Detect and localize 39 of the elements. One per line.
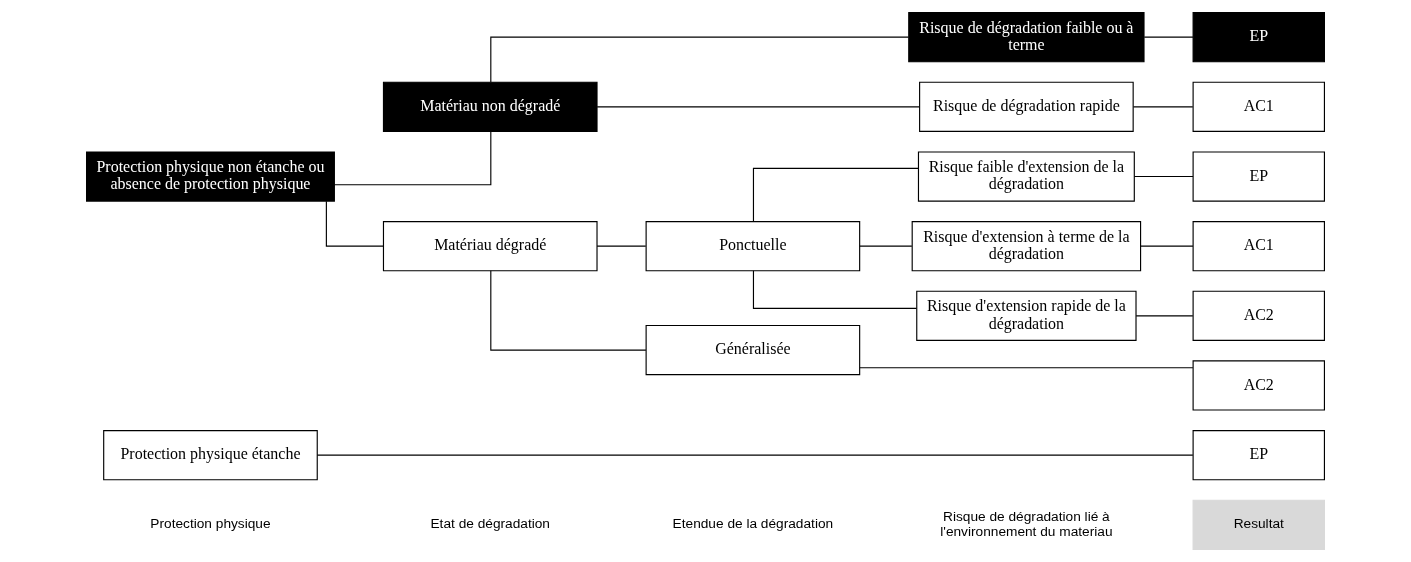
node-box: Matériau non dégradé (382, 81, 598, 132)
node-box: Matériau dégradé (382, 221, 598, 272)
node-box: AC1 (1192, 221, 1325, 272)
node-box: AC2 (1192, 290, 1325, 341)
node-box: EP (1192, 151, 1325, 202)
connector (596, 245, 647, 247)
connector (596, 106, 920, 108)
connector (325, 200, 384, 247)
node-box: Risque de dégradation faible ou à terme (908, 12, 1145, 63)
node-box: Protection physique non étanche ou absence de protection physique (86, 151, 335, 202)
node-box: EP (1192, 12, 1325, 63)
node-box: Ponctuelle (645, 221, 861, 272)
node-box: Resultat (1192, 499, 1325, 550)
label: Etat de dégradation (430, 516, 550, 532)
node-box: EP (1192, 430, 1325, 481)
node-box: Protection physique étanche (103, 430, 318, 481)
connector (859, 367, 1194, 369)
connector (752, 167, 919, 223)
node-box: AC1 (1192, 81, 1325, 132)
connector (490, 36, 910, 83)
connector (1132, 106, 1194, 108)
connector (1135, 315, 1194, 317)
label: Protection physique (150, 516, 271, 532)
node-box: Risque d'extension à terme de la dégradation (911, 221, 1142, 272)
label: Risque de dégradation lié à l'environnement du materiau (940, 508, 1113, 539)
connector (1140, 245, 1194, 247)
connector (334, 130, 492, 186)
node-box: Risque de dégradation rapide (919, 81, 1134, 132)
node-box: Généralisée (645, 324, 861, 376)
connector (1133, 175, 1194, 178)
node-box: AC2 (1192, 360, 1325, 411)
connector (316, 454, 1194, 456)
node-box: Risque d'extension rapide de la dégradation (916, 290, 1137, 341)
connector (490, 270, 647, 351)
node-box: Risque faible d'extension de la dégradation (917, 151, 1135, 202)
connector (752, 270, 918, 309)
connector (859, 245, 913, 247)
label: Etendue de la dégradation (672, 516, 834, 532)
connector (1143, 36, 1194, 38)
